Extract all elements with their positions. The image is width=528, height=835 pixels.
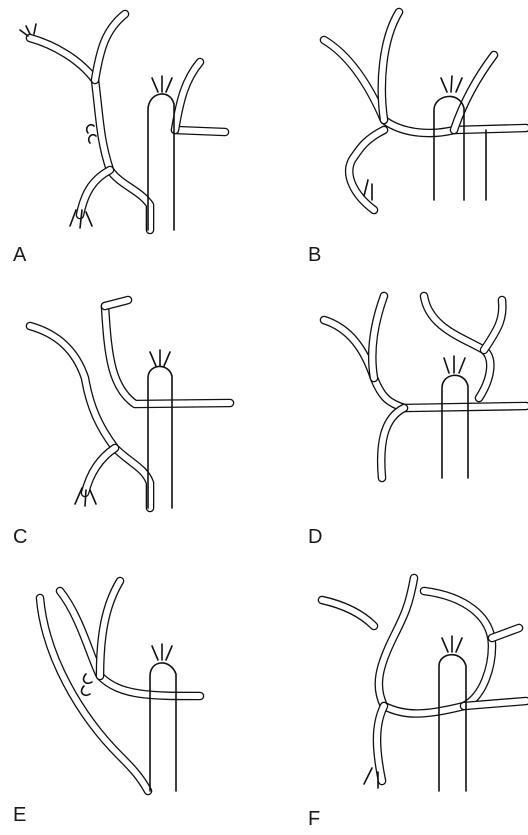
vessel-diagram-d — [264, 278, 528, 518]
panel-label-f: F — [308, 808, 320, 831]
panel-label-a: A — [13, 244, 26, 267]
vessel-diagram-a — [0, 0, 264, 240]
vessel-diagram-b — [264, 0, 528, 240]
panel-b: B — [264, 0, 528, 278]
panel-d: D — [264, 278, 528, 556]
panel-label-d: D — [308, 526, 322, 549]
vessel-diagram-f — [264, 556, 528, 796]
panel-e: E — [0, 556, 264, 835]
panel-label-b: B — [308, 244, 321, 267]
panel-label-e: E — [13, 804, 26, 827]
panel-a: A — [0, 0, 264, 278]
panel-c: C — [0, 278, 264, 556]
vessels-a — [30, 14, 225, 230]
panel-f: F — [264, 556, 528, 835]
vessel-diagram-e — [0, 556, 264, 796]
vessel-diagram-c — [0, 278, 264, 518]
panel-label-c: C — [13, 526, 27, 549]
